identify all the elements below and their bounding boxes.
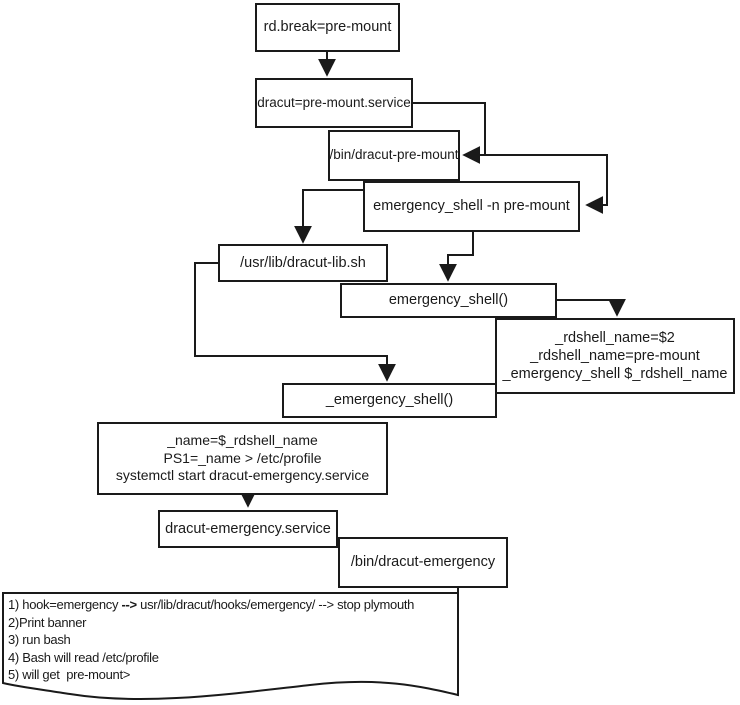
- rdshell-line-3: _emergency_shell $_rdshell_name: [502, 366, 728, 383]
- node-private-emergency-shell-fn-label: _emergency_shell(): [325, 392, 454, 409]
- node-dracut-lib: /usr/lib/dracut-lib.sh: [218, 244, 388, 282]
- step-1: 1) hook=emergency --> usr/lib/dracut/hoo…: [8, 597, 415, 612]
- node-emergency-shell-n-label: emergency_shell -n pre-mount: [373, 198, 570, 215]
- profile-line-2: PS1=_name > /etc/profile: [163, 449, 322, 466]
- node-rd-break: rd.break=pre-mount: [255, 3, 400, 52]
- document-shape: [2, 592, 459, 701]
- node-dracut-emergency-service-label: dracut-emergency.service: [165, 520, 331, 537]
- step-5: 5) will get pre-mount>: [8, 667, 131, 683]
- node-bin-pre-mount-label: /bin/dracut-pre-mount: [329, 147, 459, 163]
- node-bin-dracut-emergency: /bin/dracut-emergency: [338, 537, 508, 588]
- step-4: 4) Bash will read /etc/profile: [8, 649, 159, 665]
- node-bin-dracut-emergency-label: /bin/dracut-emergency: [350, 554, 496, 571]
- node-dracut-service: dracut=pre-mount.service: [255, 78, 413, 128]
- node-rd-break-label: rd.break=pre-mount: [263, 19, 392, 36]
- node-emergency-shell-fn-label: emergency_shell(): [388, 292, 509, 309]
- node-dracut-lib-label: /usr/lib/dracut-lib.sh: [240, 254, 366, 271]
- node-emergency-shell-n: emergency_shell -n pre-mount: [363, 181, 580, 232]
- node-private-emergency-shell-fn: _emergency_shell(): [282, 383, 497, 418]
- node-dracut-service-label: dracut=pre-mount.service: [257, 94, 411, 110]
- rdshell-line-2: _rdshell_name=pre-mount: [530, 347, 700, 364]
- node-profile-setup: _name=$_rdshell_name PS1=_name > /etc/pr…: [97, 422, 388, 495]
- arrow-emergency-fn-to-rdshell: [557, 298, 626, 317]
- arrow-loop-to-emergency-n: [585, 154, 608, 214]
- arrow-emergency-n-to-dracut-lib: [294, 189, 363, 244]
- bold-arrow-glyph: -->: [121, 597, 137, 612]
- step-3: 3) run bash: [8, 632, 71, 648]
- arrow-emergency-n-to-emergency-fn: [439, 232, 474, 282]
- rdshell-line-1: _rdshell_name=$2: [555, 329, 675, 346]
- node-rdshell-assign: _rdshell_name=$2 _rdshell_name=pre-mount…: [495, 318, 735, 394]
- arrow-dracut-lib-to-private-fn: [194, 262, 396, 382]
- node-bin-pre-mount: /bin/dracut-pre-mount: [328, 130, 460, 181]
- node-emergency-shell-fn: emergency_shell(): [340, 283, 557, 318]
- profile-line-1: _name=$_rdshell_name: [167, 432, 318, 449]
- step-2: 2)Print banner: [8, 614, 87, 630]
- emergency-steps-list: 1) hook=emergency --> usr/lib/dracut/hoo…: [8, 596, 456, 684]
- line-service-loop: [413, 102, 486, 156]
- profile-line-3: systemctl start dracut-emergency.service: [115, 467, 370, 484]
- node-dracut-emergency-service: dracut-emergency.service: [158, 510, 338, 548]
